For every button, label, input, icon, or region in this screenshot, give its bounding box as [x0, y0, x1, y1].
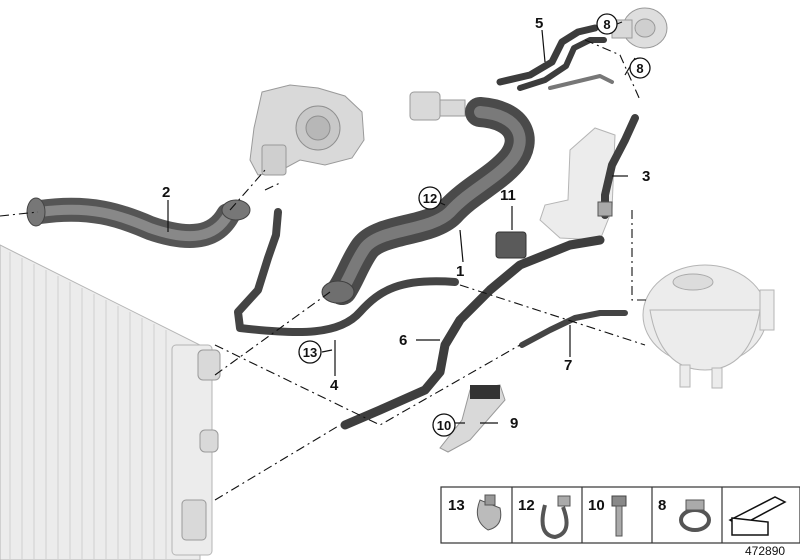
thermostat-housing — [249, 84, 365, 176]
legend-item-10: 10 — [588, 495, 627, 537]
hose-7 — [519, 74, 628, 348]
callout-6: 6 — [399, 332, 407, 349]
callout-12: 12 — [418, 186, 442, 210]
hose-5 — [496, 24, 607, 91]
callout-11: 11 — [500, 187, 516, 204]
hose-1 — [321, 97, 535, 305]
callout-8-top: 8 — [596, 13, 618, 35]
connection-lines — [0, 39, 648, 501]
callout-2: 2 — [162, 184, 170, 201]
svg-text:12: 12 — [518, 497, 535, 514]
legend-item-13: 13 — [448, 494, 502, 531]
callout-7: 7 — [564, 357, 572, 374]
bracket-9 — [439, 384, 506, 453]
svg-text:10: 10 — [588, 497, 605, 514]
callout-10: 10 — [432, 413, 456, 437]
svg-text:13: 13 — [448, 497, 465, 514]
band-clamp-icon — [679, 499, 711, 532]
hose-6 — [340, 235, 605, 430]
callout-8-lower: 8 — [629, 57, 651, 79]
direction-arrow-icon — [728, 496, 787, 536]
callout-4: 4 — [330, 377, 339, 394]
svg-text:13: 13 — [303, 345, 317, 360]
auxiliary-pump — [611, 7, 668, 49]
reference-number: 472890 — [745, 544, 785, 558]
hose-4 — [234, 208, 459, 337]
callout-13: 13 — [298, 340, 322, 364]
hose-clamp-icon — [476, 499, 502, 531]
hose-2 — [26, 197, 251, 249]
svg-text:12: 12 — [423, 191, 437, 206]
callout-1: 1 — [456, 263, 464, 280]
legend-item-8: 8 — [658, 497, 711, 532]
hose-3 — [597, 114, 639, 219]
callout-3: 3 — [642, 168, 650, 185]
small-parts-legend: 13 12 10 8 — [440, 486, 800, 544]
svg-text:8: 8 — [603, 17, 610, 32]
valve-fitting — [409, 91, 466, 121]
svg-text:10: 10 — [437, 418, 451, 433]
callout-9: 9 — [510, 415, 518, 432]
svg-text:8: 8 — [658, 497, 666, 514]
spring-clip-icon — [540, 504, 569, 540]
legend-item-12: 12 — [518, 495, 571, 540]
svg-text:8: 8 — [636, 61, 643, 76]
radiator — [0, 244, 221, 560]
expansion-tank — [642, 264, 775, 389]
part-11 — [495, 231, 527, 259]
callout-5: 5 — [535, 15, 543, 32]
bolt-icon — [611, 495, 627, 537]
